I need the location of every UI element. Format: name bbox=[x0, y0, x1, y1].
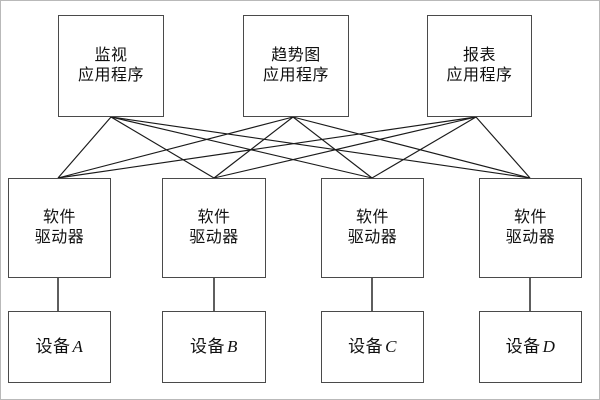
node-driver-b[interactable]: 软件 驱动器 bbox=[162, 178, 266, 278]
node-label-line2: 应用程序 bbox=[262, 67, 329, 84]
node-driver-d[interactable]: 软件 驱动器 bbox=[479, 178, 582, 278]
node-label-line2: 驱动器 bbox=[34, 229, 85, 246]
node-label-line2: 驱动器 bbox=[189, 229, 239, 246]
mesh-edge-app-report-to-driver-b bbox=[213, 116, 477, 179]
node-app-report[interactable]: 报表 应用程序 bbox=[427, 15, 532, 117]
node-driver-c[interactable]: 软件 驱动器 bbox=[321, 178, 424, 278]
device-prefix: 设备 bbox=[505, 336, 541, 356]
device-tag: A bbox=[72, 336, 84, 356]
device-prefix: 设备 bbox=[348, 336, 384, 356]
mesh-edge-app-monitor-to-driver-c bbox=[110, 116, 373, 179]
mesh-edge-app-report-to-driver-a bbox=[57, 116, 477, 179]
node-label-line1: 报表 bbox=[462, 47, 496, 65]
device-prefix: 设备 bbox=[35, 336, 71, 356]
node-app-trend[interactable]: 趋势图 应用程序 bbox=[243, 15, 349, 117]
node-label-line1: 软件 bbox=[513, 209, 547, 227]
device-prefix: 设备 bbox=[190, 336, 226, 356]
node-label-line1: 趋势图 bbox=[271, 47, 321, 65]
mesh-edge-app-monitor-to-driver-a bbox=[57, 116, 112, 179]
mesh-edge-app-monitor-to-driver-d bbox=[110, 116, 531, 179]
mesh-edge-app-report-to-driver-d bbox=[475, 116, 531, 179]
node-label-line1: 软件 bbox=[42, 209, 76, 227]
mesh-edge-app-trend-to-driver-a bbox=[57, 116, 294, 179]
mesh-edge-app-trend-to-driver-b bbox=[213, 116, 294, 179]
node-label-line1: 软件 bbox=[197, 209, 231, 227]
node-label-line1: 软件 bbox=[355, 209, 389, 227]
device-tag: B bbox=[227, 336, 238, 356]
node-label-line2: 驱动器 bbox=[505, 229, 556, 246]
device-tag: C bbox=[385, 336, 397, 356]
node-label-line2: 应用程序 bbox=[446, 67, 513, 84]
mesh-edge-app-monitor-to-driver-b bbox=[110, 116, 215, 179]
device-tag: D bbox=[542, 336, 556, 356]
mesh-edge-app-report-to-driver-c bbox=[371, 116, 477, 179]
node-label-line1: 监视 bbox=[94, 47, 128, 65]
node-app-monitor[interactable]: 监视 应用程序 bbox=[58, 15, 164, 117]
node-label-line2: 驱动器 bbox=[347, 229, 398, 246]
node-driver-a[interactable]: 软件 驱动器 bbox=[8, 178, 111, 278]
mesh-edge-app-trend-to-driver-c bbox=[292, 116, 373, 179]
node-label-line2: 应用程序 bbox=[77, 67, 144, 84]
mesh-edge-app-trend-to-driver-d bbox=[292, 116, 531, 179]
